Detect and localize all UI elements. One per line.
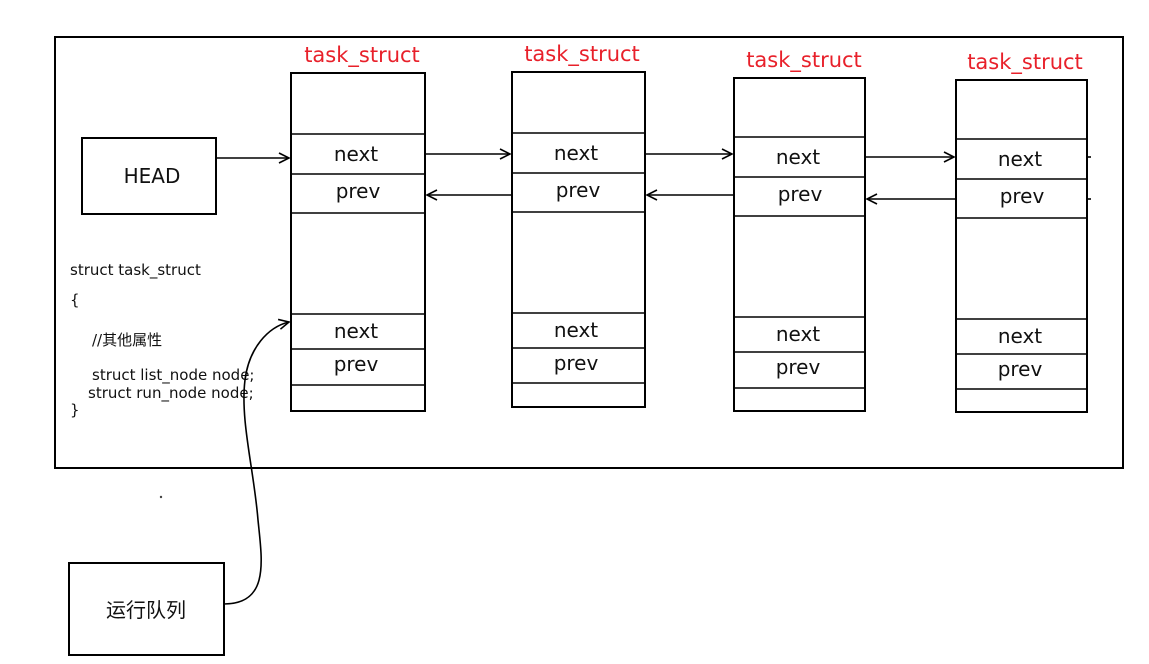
- code-line: {: [70, 291, 80, 309]
- head-box: [81, 137, 217, 215]
- next-field-secondary: next: [554, 318, 598, 342]
- node-box: [955, 79, 1088, 413]
- next-field-secondary: next: [998, 324, 1042, 348]
- code-line: struct run_node node;: [88, 384, 254, 403]
- task-struct-node-1: task_struct next prev next prev: [290, 43, 426, 412]
- node-title: task_struct: [967, 50, 1083, 75]
- task-struct-node-3: task_struct next prev next prev: [733, 48, 866, 412]
- next-field: next: [776, 145, 820, 169]
- head-label: HEAD: [124, 164, 181, 188]
- code-line: struct task_struct: [70, 261, 201, 280]
- prev-field: prev: [778, 182, 823, 206]
- node-title: task_struct: [524, 42, 640, 67]
- node-title: task_struct: [746, 48, 862, 73]
- prev-field-secondary: prev: [776, 355, 821, 379]
- run-queue-label: 运行队列: [106, 598, 186, 622]
- next-field-secondary: next: [334, 319, 378, 343]
- task-struct-node-2: task_struct next prev next prev: [511, 42, 646, 408]
- prev-field-secondary: prev: [998, 357, 1043, 381]
- code-line: struct list_node node;: [92, 366, 255, 385]
- code-line: //其他属性: [92, 331, 162, 349]
- head-node: HEAD: [81, 137, 217, 215]
- next-field-secondary: next: [776, 322, 820, 346]
- prev-field-secondary: prev: [554, 351, 599, 375]
- prev-field-secondary: prev: [334, 352, 379, 376]
- run-queue-box: [68, 562, 225, 656]
- code-line: }: [70, 401, 80, 419]
- struct-code-snippet: struct task_struct { //其他属性 struct list_…: [70, 261, 255, 419]
- node-box: [511, 71, 646, 408]
- next-field: next: [554, 141, 598, 165]
- node-box: [290, 72, 426, 412]
- run-queue-curved-arrow: [223, 322, 289, 605]
- stray-dot: [159, 495, 163, 499]
- node-box: [733, 77, 866, 412]
- prev-field: prev: [1000, 184, 1045, 208]
- next-field: next: [334, 142, 378, 166]
- prev-field: prev: [336, 179, 381, 203]
- node-title: task_struct: [304, 43, 420, 68]
- run-queue-node: 运行队列: [68, 562, 225, 656]
- next-field: next: [998, 147, 1042, 171]
- prev-field: prev: [556, 178, 601, 202]
- task-struct-node-4: task_struct next prev next prev: [955, 50, 1088, 413]
